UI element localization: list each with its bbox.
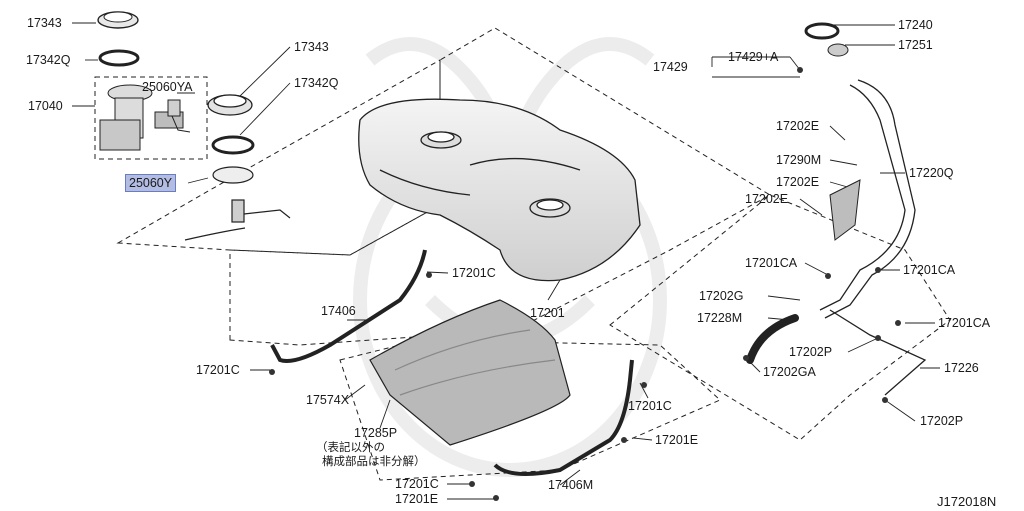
part-label[interactable]: 17201CA [938,316,991,330]
heat-shield-17285p [369,299,571,446]
part-label[interactable]: 17342Q [26,53,71,67]
pump-assy-box [94,76,208,160]
part-label[interactable]: 17202E [776,119,820,133]
bolts [269,67,901,501]
part-label[interactable]: 17285P [354,426,398,440]
sender-25060ya [167,99,191,133]
note-text-line-1: （表記以外の [316,440,385,454]
part-label[interactable]: 17202P [920,414,964,428]
filler-cap-17251 [827,43,849,57]
lock-ring-17343-mid [207,94,253,116]
part-label[interactable]: 17429 [653,60,688,74]
part-label[interactable]: 25060YA [142,80,193,94]
hose-17228m [746,314,799,364]
part-label[interactable]: 17343 [27,16,62,30]
part-label[interactable]: 17220Q [909,166,954,180]
filler-group-outline [609,194,951,441]
part-label[interactable]: 17342Q [294,76,339,90]
gasket-17342q-top [98,49,140,67]
part-label[interactable]: 17240 [898,18,933,32]
part-label[interactable]: 17040 [28,99,63,113]
part-label[interactable]: 17202GA [763,365,816,379]
part-label[interactable]: 17574X [306,393,350,407]
bracket-17290m [829,179,861,241]
sender-25060y [184,166,291,241]
part-label[interactable]: 17429+A [728,50,779,64]
gasket-17342q-mid [211,135,255,155]
part-label[interactable]: 17290M [776,153,822,167]
tank-strap-17406m [493,359,634,476]
diagram-code: J172018N [937,494,997,509]
part-label[interactable]: 17201 [530,306,565,320]
part-label[interactable]: 17202E [776,175,820,189]
fuel-tank-17201 [358,98,641,282]
part-label[interactable]: 17201C [395,477,439,491]
part-label[interactable]: 17201CA [745,256,798,270]
note-text-line-2: 構成部品は非分解） [322,454,426,468]
part-label[interactable]: 17202G [699,289,744,303]
part-label[interactable]: 17226 [944,361,979,375]
filler-tube-17220q [819,79,916,319]
part-label[interactable]: 17406M [548,478,594,492]
part-label[interactable]: 17228M [697,311,743,325]
part-label[interactable]: 17251 [898,38,933,52]
filler-ring-17240 [804,22,840,40]
part-label[interactable]: 17201E [395,492,439,506]
part-label[interactable]: 17343 [294,40,329,54]
part-label[interactable]: 17201C [196,363,240,377]
part-label[interactable]: 17202P [789,345,833,359]
tank-strap-17406 [270,249,427,363]
part-label[interactable]: 17406 [321,304,356,318]
lock-ring-17343-top [97,11,139,29]
part-label[interactable]: 17201C [628,399,672,413]
fuel-pump-assy-17040 [99,84,184,151]
part-label[interactable]: 17201C [452,266,496,280]
part-label[interactable]: 17202E [745,192,789,206]
breather-tube-17226 [829,309,927,396]
part-label[interactable]: 17201E [655,433,699,447]
highlighted-part-label[interactable]: 25060Y [125,174,177,192]
part-label[interactable]: 17201CA [903,263,956,277]
